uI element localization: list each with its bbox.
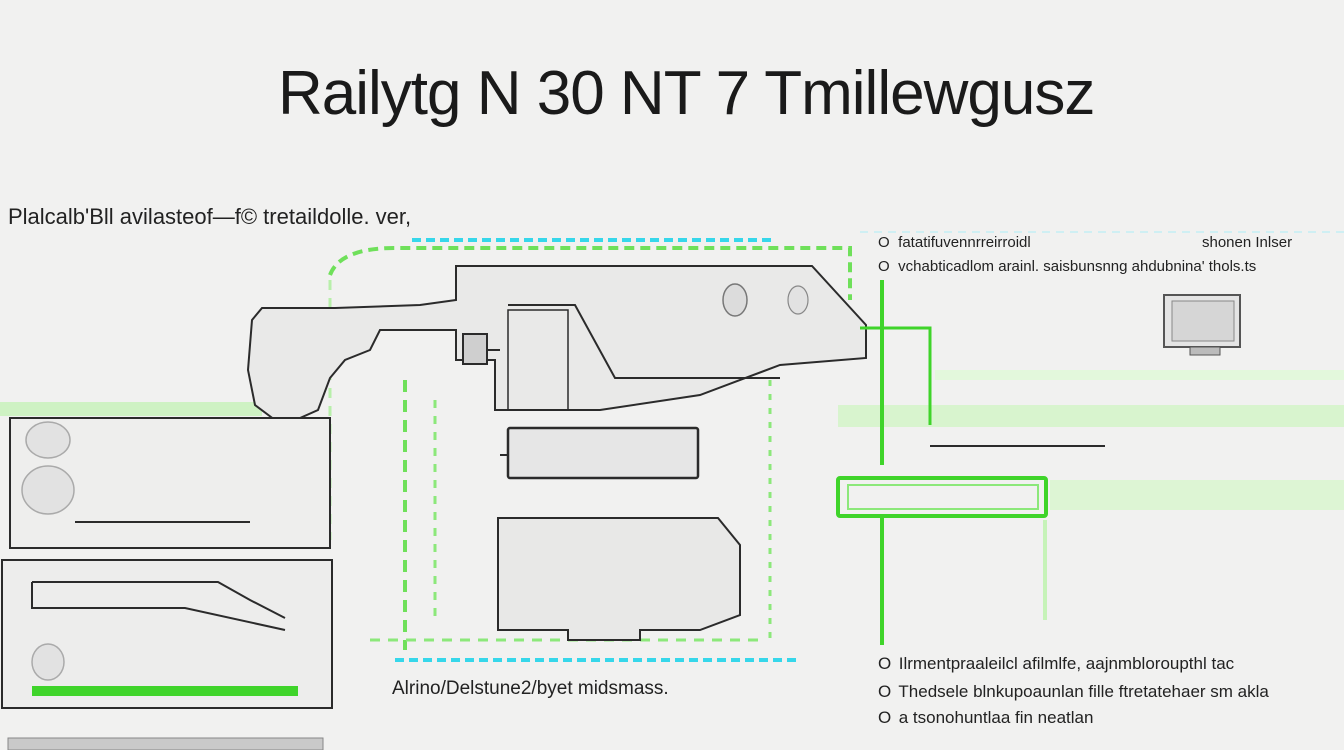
guide-band <box>0 402 262 416</box>
lower-housing <box>497 517 741 641</box>
housing-outline <box>246 265 867 422</box>
green-highlight-inner <box>847 484 1039 510</box>
housing-inner <box>508 304 780 379</box>
left-panel-lower <box>1 559 333 709</box>
option-item: O a tsonohuntlaa fin neatlan <box>878 708 1093 728</box>
option-item: O fatatifuvennrreirroidl <box>878 234 1031 251</box>
left-panel-circle <box>21 465 75 515</box>
option-item: O vchabticadlom arainl. saisbunsnng ahdu… <box>878 258 1256 275</box>
option-text: a tsonohuntlaa fin neatlan <box>898 708 1094 727</box>
guide-band <box>838 405 1344 427</box>
left-green-bar <box>32 686 298 696</box>
left-slot-circle <box>31 643 65 681</box>
diagram-caption: Alrino/Delstune2/byet midsmass. <box>392 678 669 699</box>
option-marker: O <box>878 708 892 727</box>
bottom-strip <box>7 737 324 750</box>
green-highlight-box <box>836 476 1048 518</box>
inner-box <box>507 309 569 411</box>
guide-band <box>935 370 1344 380</box>
device-icon <box>1160 293 1244 357</box>
option-marker: O <box>878 234 890 251</box>
rail-bar <box>506 426 700 480</box>
page-title: Railytg N 30 NT 7 Tmillewgusz <box>278 59 1095 128</box>
diagram-subtitle: Plalcalb'Bll avilasteof—f© tretaildolle.… <box>8 204 412 229</box>
green-dashed-enclosure <box>328 246 852 300</box>
option-item: O Ilrmentpraaleilcl aﬁlmlfe, aajnmblorou… <box>878 654 1234 674</box>
option-text: fatatifuvennrreirroidl <box>898 234 1031 251</box>
option-marker: O <box>878 682 892 701</box>
round-feature-2 <box>787 285 809 315</box>
green-bracket <box>860 326 932 425</box>
option-text: Ilrmentpraaleilcl aﬁlmlfe, aajnmbloroupt… <box>898 654 1235 673</box>
left-slot <box>31 581 286 631</box>
option-item: O Thedsele blnkupoaunlan ﬁlle ftretateha… <box>878 682 1269 702</box>
option-text: Thedsele blnkupoaunlan ﬁlle ftretatehaer… <box>898 682 1269 701</box>
guide-band <box>1050 480 1344 510</box>
option-marker: O <box>878 654 892 673</box>
option-text: vchabticadlom arainl. saisbunsnng ahdubn… <box>898 258 1257 275</box>
top-right-label: shonen Inlser <box>1202 234 1293 251</box>
connector-block <box>462 333 488 365</box>
round-feature <box>722 283 748 317</box>
left-panel-circle <box>25 421 71 459</box>
option-marker: O <box>878 258 890 275</box>
